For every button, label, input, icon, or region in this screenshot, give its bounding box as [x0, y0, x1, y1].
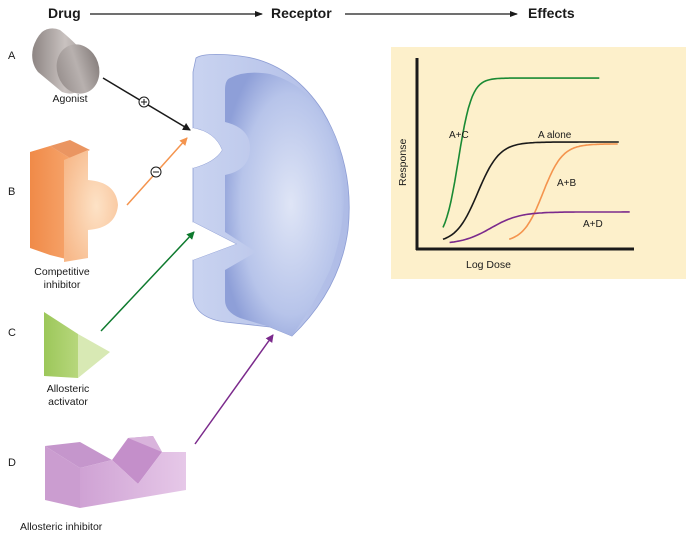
- allosteric-activator-icon: [44, 312, 110, 378]
- y-axis-label: Response: [397, 139, 409, 186]
- agonist-cylinder-icon: [32, 28, 100, 94]
- caption-allosteric-inhibitor: Allosteric inhibitor: [20, 521, 120, 534]
- label-a-plus-c: A+C: [449, 130, 469, 141]
- label-a-alone: A alone: [538, 130, 572, 141]
- header-drug: Drug: [48, 5, 81, 21]
- caption-agonist: Agonist: [40, 93, 100, 106]
- competitive-inhibitor-icon: [30, 140, 118, 262]
- allosteric-activator-arrow: [100, 231, 195, 332]
- plus-sign-icon: [138, 96, 150, 108]
- caption-line: Allosteric: [46, 383, 90, 395]
- caption-line: activator: [48, 396, 88, 408]
- row-letter-c: C: [8, 327, 16, 339]
- row-letter-a: A: [8, 50, 16, 62]
- curve-a-plus-d: [449, 211, 630, 244]
- caption-line: Competitive: [34, 266, 90, 278]
- curve-a-plus-b: [508, 143, 618, 240]
- minus-sign-icon: [150, 166, 162, 178]
- receptor-shape: [192, 54, 350, 337]
- x-axis-label: Log Dose: [466, 259, 511, 271]
- curve-a-alone: [442, 141, 619, 241]
- caption-line: Agonist: [52, 93, 88, 105]
- caption-line: Allosteric inhibitor: [20, 521, 103, 533]
- caption-allosteric-activator: Allosteric activator: [36, 383, 100, 409]
- effects-chart-panel: [391, 47, 686, 279]
- row-letter-b: B: [8, 186, 16, 198]
- caption-line: inhibitor: [43, 279, 81, 291]
- header-effects: Effects: [528, 5, 575, 21]
- header-receptor: Receptor: [271, 5, 332, 21]
- caption-competitive-inhibitor: Competitive inhibitor: [25, 266, 99, 292]
- row-letter-d: D: [8, 457, 16, 469]
- curve-a-plus-c: [442, 77, 600, 228]
- allosteric-inhibitor-icon: [45, 436, 186, 508]
- allosteric-inhibitor-arrow: [194, 334, 274, 445]
- label-a-plus-b: A+B: [557, 178, 577, 189]
- label-a-plus-d: A+D: [583, 219, 603, 230]
